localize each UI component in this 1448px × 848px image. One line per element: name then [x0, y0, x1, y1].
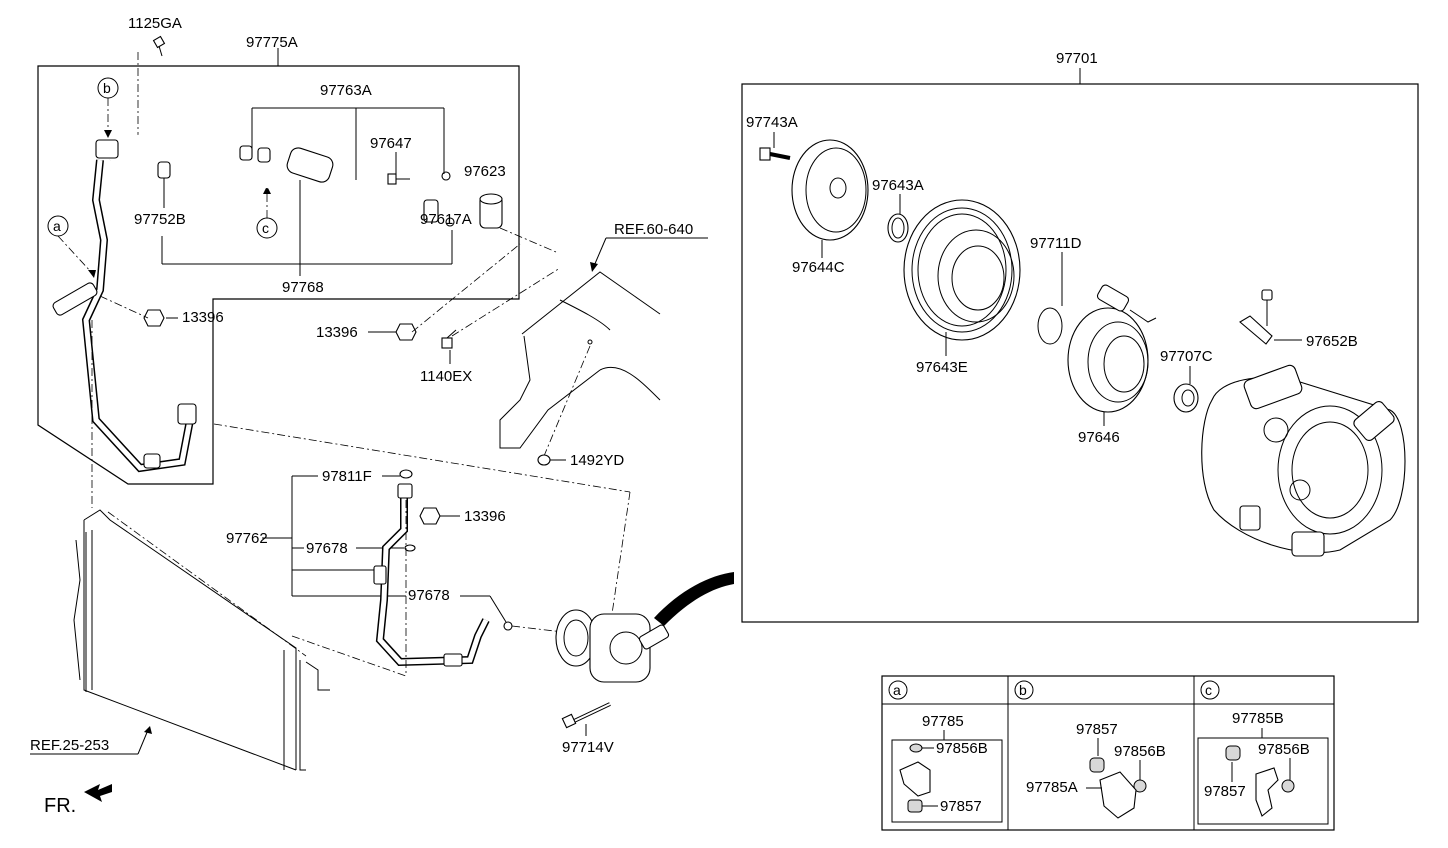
callout-97617A[interactable]: 97617A	[420, 211, 472, 228]
pulley-97643E	[903, 199, 1021, 341]
callout-97678-upper[interactable]: 97678	[306, 540, 348, 557]
detail-table: a b c 97785 97856B 97857 97857 97856B 97…	[881, 675, 1335, 831]
hose-assembly-frame	[37, 65, 520, 485]
callout-97701[interactable]: 97701	[1056, 50, 1098, 67]
front-label: FR.	[44, 795, 76, 817]
bolt-97647-icon	[387, 173, 410, 185]
callout-97785[interactable]: 97785	[922, 713, 964, 730]
callout-97811F[interactable]: 97811F	[322, 468, 372, 485]
callout-97857-b[interactable]: 97857	[1076, 721, 1118, 738]
callout-13396-upper[interactable]: 13396	[182, 309, 224, 326]
callout-97775A[interactable]: 97775A	[246, 34, 298, 51]
compressor-detail-frame	[741, 83, 1419, 623]
callout-97643E[interactable]: 97643E	[916, 359, 968, 376]
callout-97785B[interactable]: 97785B	[1232, 710, 1284, 727]
callout-97646[interactable]: 97646	[1078, 429, 1120, 446]
ref-25-253-label[interactable]: REF.25-253	[30, 737, 109, 754]
nut-13396-upper-icon	[143, 309, 165, 327]
bracket-97652B	[1239, 289, 1273, 345]
svg-text:b: b	[1019, 682, 1027, 698]
callout-1125GA[interactable]: 1125GA	[128, 15, 182, 32]
callout-97714V[interactable]: 97714V	[562, 739, 614, 756]
nut-1492YD-icon	[537, 454, 551, 466]
svg-text:a: a	[893, 682, 901, 698]
hose-97762-group: 97762 97811F 97678 97678 13396	[226, 468, 631, 677]
callout-97857-a[interactable]: 97857	[940, 798, 982, 815]
condenser-ref-25-253: REF.25-253	[30, 320, 330, 771]
callout-97743A[interactable]: 97743A	[746, 114, 798, 131]
callout-97652B[interactable]: 97652B	[1306, 333, 1358, 350]
callout-13396-lower[interactable]: 13396	[464, 508, 506, 525]
callout-1140EX[interactable]: 1140EX	[420, 368, 472, 385]
callout-97752B[interactable]: 97752B	[134, 211, 186, 228]
front-direction-arrow: FR.	[44, 784, 112, 817]
svg-text:a: a	[53, 218, 61, 234]
compressor-body	[1201, 364, 1406, 557]
callout-97678-lower[interactable]: 97678	[408, 587, 450, 604]
callout-97856B-c[interactable]: 97856B	[1258, 741, 1310, 758]
nut-13396-middle-icon	[395, 323, 417, 341]
muffler-part	[286, 147, 334, 183]
bolt-1140EX-icon	[441, 329, 457, 349]
svg-text:c: c	[262, 220, 269, 236]
bolt-97714V-icon	[561, 702, 611, 729]
detail-header-a: a	[888, 680, 908, 700]
callout-97856B-a[interactable]: 97856B	[936, 740, 988, 757]
detail-header-c: c	[1200, 680, 1220, 700]
detail-header-b: b	[1014, 680, 1034, 700]
body-panel-ref-60-640: REF.60-640	[499, 221, 708, 457]
callout-97707C[interactable]: 97707C	[1160, 348, 1213, 365]
callout-97762[interactable]: 97762	[226, 530, 268, 547]
ref-60-640-label[interactable]: REF.60-640	[614, 221, 693, 238]
callout-97711D[interactable]: 97711D	[1030, 235, 1082, 252]
callout-97643A[interactable]: 97643A	[872, 177, 924, 194]
callout-97785A[interactable]: 97785A	[1026, 779, 1078, 796]
pressure-plate-97644C	[791, 139, 869, 241]
callout-97856B-b[interactable]: 97856B	[1114, 743, 1166, 760]
svg-text:c: c	[1205, 682, 1212, 698]
compressor-small	[555, 572, 734, 683]
callout-1492YD[interactable]: 1492YD	[570, 452, 624, 469]
shim-97643A	[887, 213, 909, 243]
compressor-exploded-group: 97701 97743A 97644C 97643A	[741, 50, 1419, 623]
callout-97763A[interactable]: 97763A	[320, 82, 372, 99]
snap-ring-97711D	[1037, 307, 1063, 345]
hose-assembly-group: 97775A 1125GA b a c	[37, 15, 631, 493]
bolt-97743A-icon	[759, 147, 791, 161]
bearing-97707C	[1173, 383, 1199, 413]
callout-97647[interactable]: 97647	[370, 135, 412, 152]
callout-97768[interactable]: 97768	[282, 279, 324, 296]
svg-text:b: b	[103, 80, 111, 96]
nut-13396-lower-icon	[419, 507, 441, 525]
callout-97857-c[interactable]: 97857	[1204, 783, 1246, 800]
callout-97623[interactable]: 97623	[464, 163, 506, 180]
bolt-1125GA-icon	[152, 35, 166, 57]
callout-13396-middle[interactable]: 13396	[316, 324, 358, 341]
sensor-97623-icon	[479, 193, 503, 229]
field-coil-97646	[1067, 284, 1157, 413]
callout-97644C[interactable]: 97644C	[792, 259, 845, 276]
